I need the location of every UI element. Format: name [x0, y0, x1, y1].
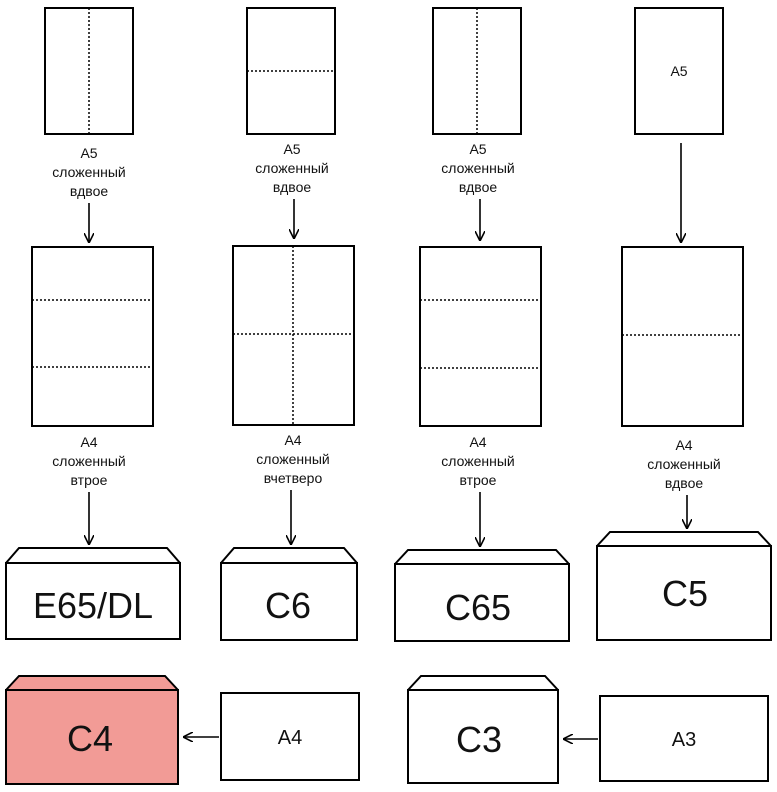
c4-envelope: [5, 689, 179, 785]
envelope-label: E65/DL: [33, 585, 153, 626]
envelope: [596, 545, 772, 641]
top-label-line-3: вдвое: [459, 179, 498, 195]
envelope-label: C65: [445, 587, 511, 628]
a3-sheet-label: A3: [672, 729, 696, 751]
top-label-line-2: сложенный: [441, 160, 514, 176]
envelope-flap: [220, 547, 358, 564]
a4-sheet: [419, 246, 542, 427]
top-label-line-1: A5: [283, 141, 300, 157]
c4-envelope-label: C4: [67, 718, 113, 759]
top-label-line-3: вдвое: [70, 183, 109, 199]
a4-sheet: [621, 246, 744, 427]
top-label-line-2: сложенный: [255, 160, 328, 176]
a3-sheet: [599, 695, 769, 782]
a4-sheet-label: A4: [278, 727, 302, 749]
a5-sheet: [44, 7, 134, 135]
envelope: [5, 562, 181, 640]
mid-label-line-3: вдвое: [665, 475, 704, 491]
a5-sheet: [634, 7, 724, 135]
column-e65-dl: A5 сложенный вдвое A4 сложенный втрое E6…: [5, 7, 181, 640]
envelope: [220, 562, 358, 641]
bottom-row: C4 A4 C3 A3: [5, 675, 769, 785]
sheet-label: A5: [670, 63, 687, 79]
column-c6: A5 сложенный вдвое A4 сложенный вчетверо…: [220, 7, 358, 641]
envelope-flap: [394, 549, 570, 565]
mid-label-line-3: втрое: [460, 472, 497, 488]
envelope-flap: [596, 531, 772, 547]
mid-label-line-2: сложенный: [52, 453, 125, 469]
top-label-line-2: сложенный: [52, 164, 125, 180]
mid-label-line-2: сложенный: [441, 453, 514, 469]
mid-label-line-1: A4: [675, 437, 692, 453]
envelope-flap: [5, 547, 181, 564]
envelope-label: C5: [662, 573, 708, 614]
c3-envelope-flap: [407, 675, 559, 691]
mid-label-line-1: A4: [284, 432, 301, 448]
envelope-label: C6: [265, 585, 311, 626]
mid-label-line-3: втрое: [71, 472, 108, 488]
a4-sheet: [220, 692, 360, 781]
c3-envelope: [407, 689, 559, 784]
column-c5: A5 A4 сложенный вдвое C5: [596, 7, 772, 641]
top-label-line-1: A5: [469, 141, 486, 157]
c3-envelope-label: C3: [456, 719, 502, 760]
top-label-line-1: A5: [80, 145, 97, 161]
envelope: [394, 563, 570, 642]
top-label-line-3: вдвое: [273, 179, 312, 195]
mid-label-line-2: сложенный: [647, 456, 720, 472]
c4-envelope-flap: [5, 675, 179, 691]
mid-label-line-1: A4: [80, 434, 97, 450]
a5-sheet: [432, 7, 522, 135]
column-c65: A5 сложенный вдвое A4 сложенный втрое C6…: [394, 7, 570, 642]
a4-sheet: [31, 246, 154, 427]
mid-label-line-2: сложенный: [256, 451, 329, 467]
mid-label-line-1: A4: [469, 434, 486, 450]
mid-label-line-3: вчетверо: [264, 470, 323, 486]
